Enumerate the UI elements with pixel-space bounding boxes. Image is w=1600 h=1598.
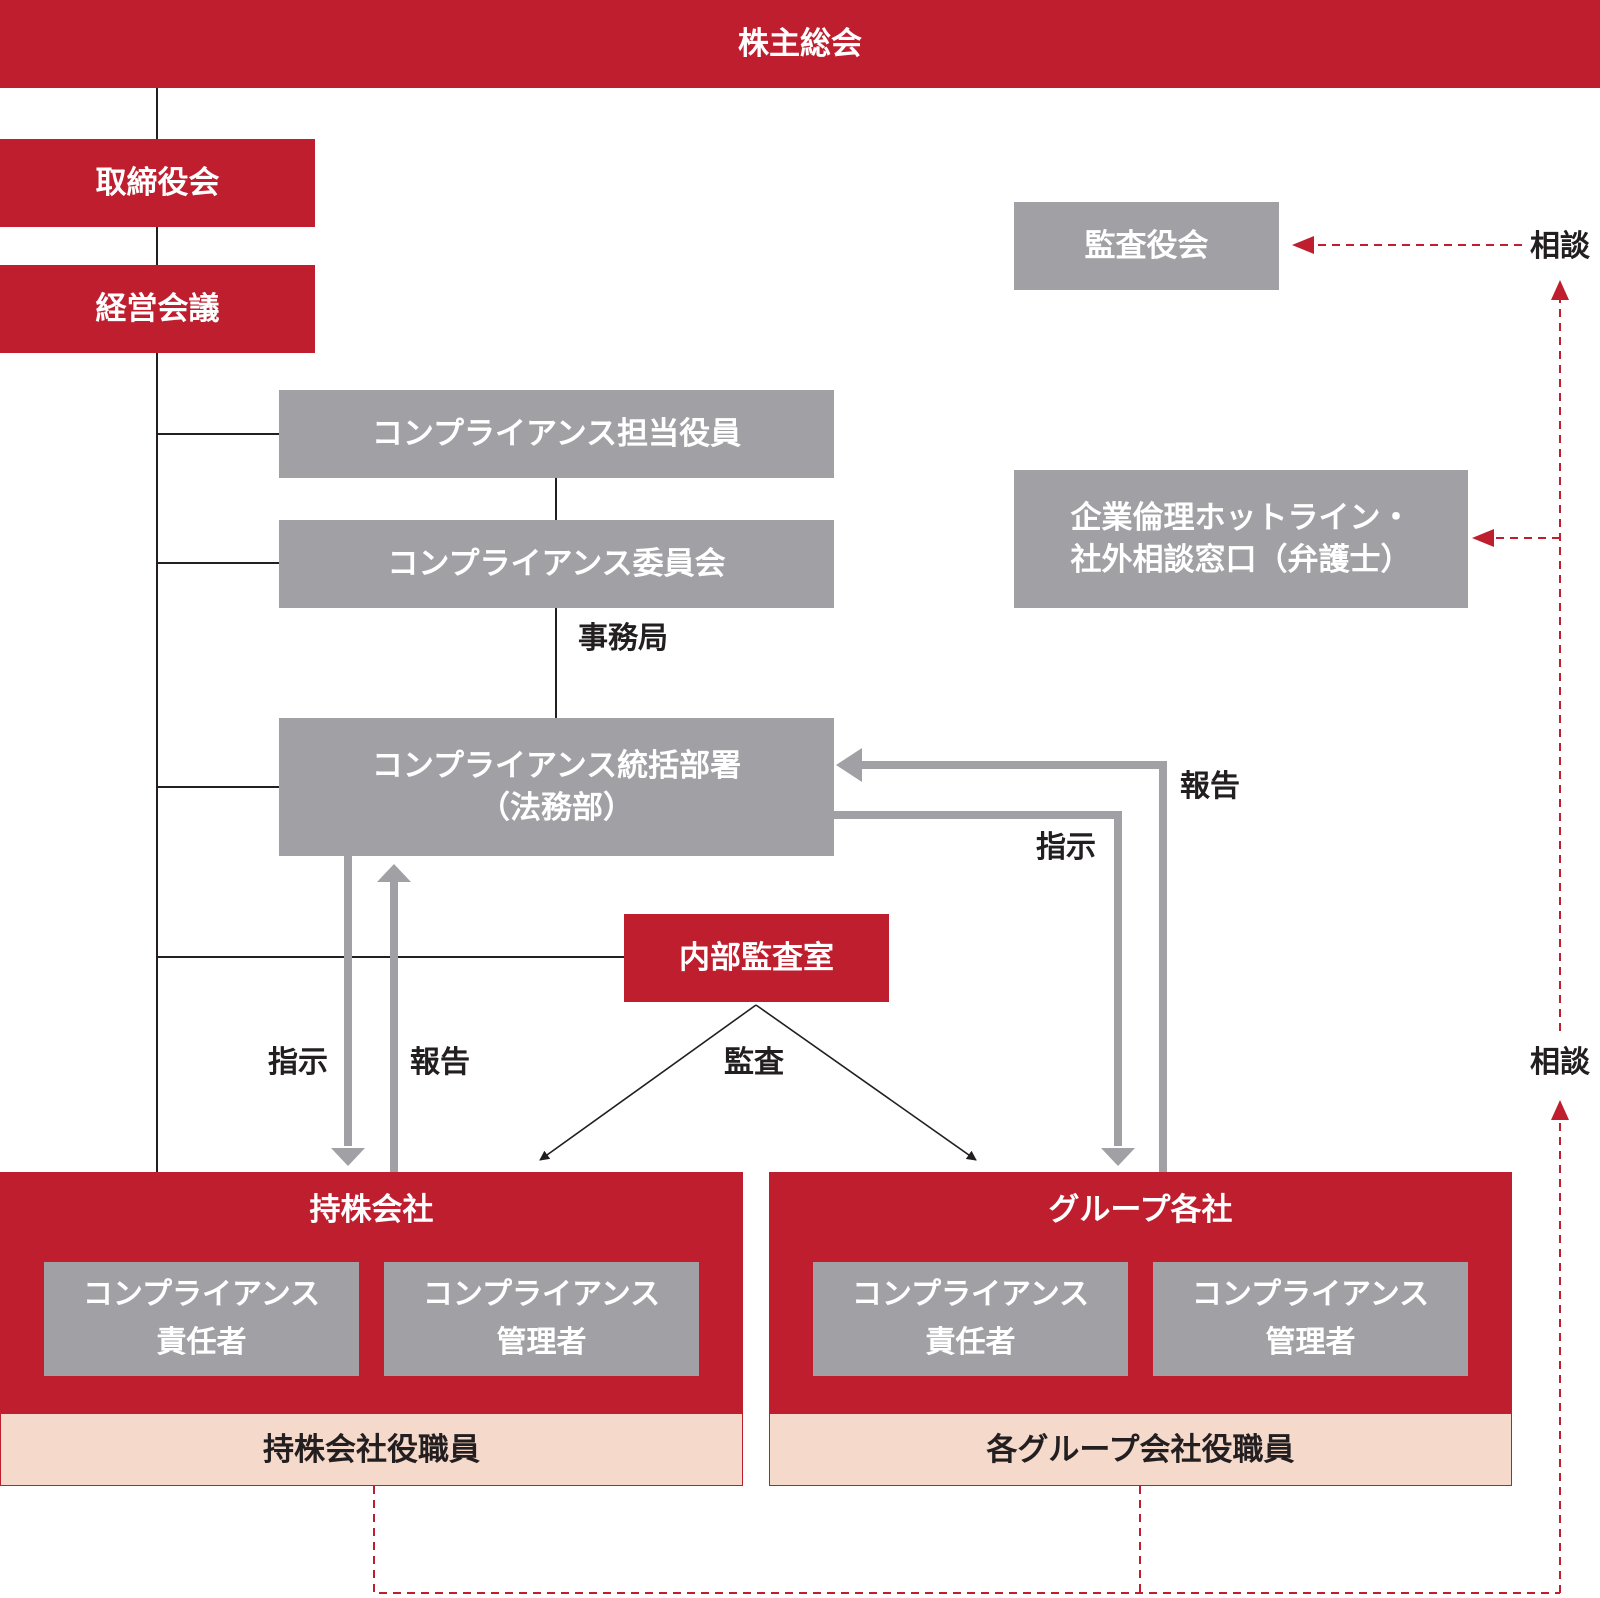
arrowhead-instruct-group	[1101, 1148, 1135, 1166]
management-meeting-box: 経営会議	[0, 265, 315, 353]
ethics-hotline-label-line1: 企業倫理ホットライン・	[1070, 500, 1412, 536]
holding-company-title: 持株会社	[309, 1192, 434, 1228]
management-meeting-label: 経営会議	[95, 291, 220, 327]
report-label-group: 報告	[1180, 769, 1240, 804]
compliance-committee-box: コンプライアンス委員会	[279, 520, 834, 608]
compliance-officer-label: コンプライアンス担当役員	[371, 416, 742, 452]
arrowhead-consult-upper	[1551, 280, 1569, 300]
arrowhead-consult-lower	[1551, 1100, 1569, 1120]
compliance-department-label-line2: （法務部）	[479, 790, 634, 826]
ethics-hotline-box: 企業倫理ホットライン・ 社外相談窓口（弁護士）	[1014, 470, 1468, 608]
instruct-label-group: 指示	[1036, 830, 1096, 865]
group-responsible-line2: 責任者	[925, 1325, 1016, 1360]
secretariat-label: 事務局	[578, 621, 668, 656]
audit-board-box: 監査役会	[1014, 202, 1279, 290]
audit-board-label: 監査役会	[1084, 228, 1209, 264]
compliance-officer-box: コンプライアンス担当役員	[279, 390, 834, 478]
audit-label: 監査	[724, 1045, 784, 1080]
holding-responsible-line1: コンプライアンス	[82, 1277, 321, 1312]
group-companies-title: グループ各社	[1048, 1192, 1233, 1228]
group-manager-line1: コンプライアンス	[1191, 1277, 1430, 1312]
compliance-department-box: コンプライアンス統括部署 （法務部）	[279, 718, 834, 856]
arrowhead-report-group	[836, 748, 862, 782]
holding-manager-box: コンプライアンス 管理者	[384, 1262, 699, 1376]
group-responsible-box: コンプライアンス 責任者	[813, 1262, 1128, 1376]
instruct-arrow-group	[834, 811, 1122, 1146]
audit-arrow-left	[539, 1004, 757, 1161]
holding-manager-line1: コンプライアンス	[422, 1277, 661, 1312]
board-of-directors-box: 取締役会	[0, 139, 315, 227]
arrowhead-consult-auditboard	[1292, 236, 1314, 254]
arrowhead-consult-hotline	[1472, 529, 1494, 547]
consult-label-bottom: 相談	[1530, 1045, 1590, 1080]
holding-manager-line2: 管理者	[496, 1325, 587, 1360]
shareholders-meeting-label: 株主総会	[738, 26, 862, 62]
group-responsible-line1: コンプライアンス	[851, 1277, 1090, 1312]
internal-audit-box: 内部監査室	[624, 914, 889, 1002]
holding-responsible-box: コンプライアンス 責任者	[44, 1262, 359, 1376]
internal-audit-label: 内部監査室	[679, 940, 834, 976]
consult-label-top: 相談	[1530, 229, 1590, 264]
group-manager-line2: 管理者	[1265, 1325, 1356, 1360]
shareholders-meeting-box: 株主総会	[0, 0, 1600, 88]
consult-line-holding	[373, 1486, 1560, 1594]
holding-staff-label: 持株会社役職員	[263, 1431, 480, 1468]
board-of-directors-label: 取締役会	[95, 165, 220, 201]
instruct-label-holding: 指示	[268, 1045, 328, 1080]
report-label-holding: 報告	[410, 1045, 470, 1080]
arrowhead-report-holding	[377, 864, 411, 882]
ethics-hotline-label-line2: 社外相談窓口（弁護士）	[1070, 542, 1412, 578]
group-staff-box: 各グループ会社役職員	[769, 1414, 1512, 1486]
holding-responsible-line2: 責任者	[156, 1325, 247, 1360]
report-arrow-group	[852, 761, 1167, 1172]
compliance-department-label-line1: コンプライアンス統括部署	[371, 748, 742, 784]
group-manager-box: コンプライアンス 管理者	[1153, 1262, 1468, 1376]
group-staff-label: 各グループ会社役職員	[986, 1431, 1295, 1468]
audit-arrow-right	[755, 1004, 977, 1161]
compliance-committee-label: コンプライアンス委員会	[387, 546, 726, 582]
holding-staff-box: 持株会社役職員	[0, 1414, 743, 1486]
arrowhead-instruct-holding	[331, 1148, 365, 1166]
